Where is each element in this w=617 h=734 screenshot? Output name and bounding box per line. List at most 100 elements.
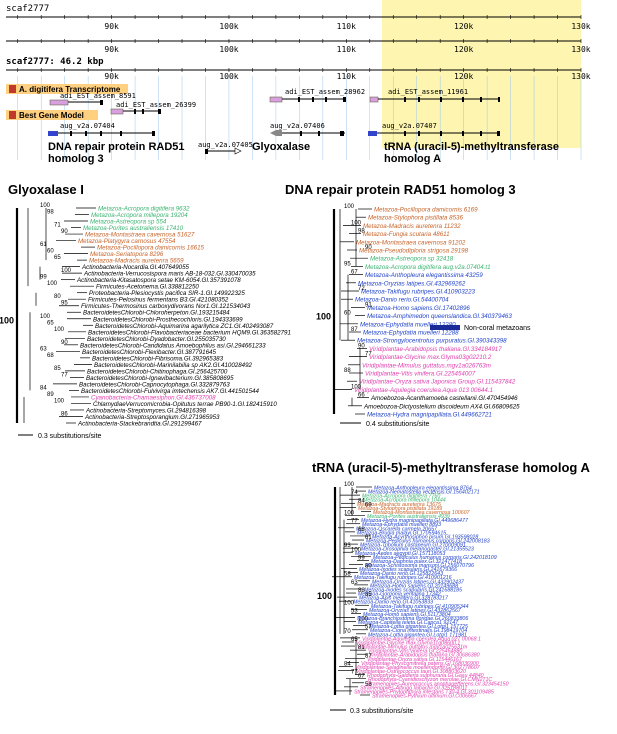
support-value: 88 — [344, 368, 351, 374]
scaffold-size: scaf2777: 46.2 kbp — [6, 57, 104, 67]
taxon-label: Stramenopiles-Albugo laibachii.GI.325188… — [360, 685, 467, 691]
taxon-label: BacteroidetesChlorobi-Dyadobacter.GI.255… — [87, 336, 226, 343]
taxon-label: Metazoa-Acropora digitifera 9632 — [98, 206, 190, 213]
taxon-label: Stramenopiles-Pythium ultimum.GI.C006667 — [372, 694, 478, 700]
gene-model-label: aug_v2a.07405 — [198, 141, 253, 149]
taxon-label: Metazoa-Pocillopora damicornis 6169 — [374, 207, 478, 214]
taxon-label: Metazoa-Acropora millepora 19204 — [91, 212, 188, 219]
taxon-label: Metazoa-Aedes aegypti.GI.157118053 — [355, 551, 445, 557]
taxon-label: Metazoa-Acropora millepora 10444 — [363, 498, 446, 504]
scale-bar-rad51: 0.4 substitutions/site — [366, 421, 430, 428]
taxon-label: Metazoa-Ixodes scapularis.GI.241688185 — [364, 587, 462, 593]
taxon-label: Metazoa-Capitella teleta.GI.Capca1 92147 — [358, 620, 459, 626]
scale-bar-glyoxalase: 0.3 substitutions/site — [38, 433, 102, 440]
taxon-label: Metazoa-Madracis auretenra 13675 — [357, 502, 441, 508]
track-toggle-icon[interactable] — [9, 85, 16, 93]
taxon-label: Viridiplantae-Glycine max.Glyma11g08600.… — [356, 640, 460, 646]
taxon-label: Viridiplantae-Aquilegia coerulea Aqua 01… — [354, 387, 493, 394]
taxon-label: Firmicutes-Pelosinus fermentans B3.GI.42… — [88, 297, 229, 304]
track-header-gene-model — [6, 110, 98, 120]
taxon-label: Stramenopiles-Aureococcus anophagefferen… — [366, 681, 509, 687]
taxon-label: Metazoa-Brugia malayi.GI.170594615 — [357, 530, 446, 536]
gene-model-feature[interactable] — [368, 131, 377, 136]
support-value: 61 — [365, 535, 372, 541]
taxon-label: Metazoa-Danio rerio.GI.54400704 — [355, 297, 449, 304]
est-label: adi_EST_assem_11961 — [388, 88, 468, 96]
tree-glyoxalase: Glyoxalase I Metazoa-Acropora digitifera… — [0, 182, 291, 440]
ruler-label: 120k — [454, 45, 473, 54]
support-value: 67 — [358, 674, 365, 680]
est-feature[interactable] — [369, 96, 379, 103]
taxon-label: BacteroidetesChlorobi-Flexibacter.GI.387… — [82, 349, 216, 356]
support-value: 58 — [365, 682, 372, 688]
support-value: 69 — [365, 502, 372, 508]
taxon-label: Metazoa-Montastraea cavernosa 100607 — [373, 510, 471, 516]
taxon-label: Metazoa-Porites australiensis 17410 — [83, 225, 184, 232]
support-value: 88 — [358, 588, 365, 594]
tree-rad51: DNA repair protein RAD51 homolog 3 Metaz… — [285, 182, 531, 428]
est-feature[interactable] — [110, 108, 124, 115]
gene-model-label: aug_v2a.07407 — [382, 122, 437, 130]
taxon-label: Metazoa-Platygyra carnosus 47554 — [78, 238, 176, 245]
support-value: 91 — [365, 302, 372, 308]
taxon-label: Metazoa-Pseudodiploria strigosa 29198 — [359, 248, 469, 255]
est-label: adi_EST_assem_26399 — [116, 101, 196, 109]
support-value: 84 — [358, 498, 365, 504]
taxon-label: Actinobacteria-Nocardia.GI.407649055 — [81, 264, 190, 271]
taxon-label: Metazoa-Gorgonia ventalina 17342 — [358, 592, 441, 598]
taxon-label: Viridiplantae-Oryza sativa.GI.115446167 — [367, 657, 463, 663]
support-value: 100 — [47, 281, 58, 287]
est-feature[interactable] — [49, 99, 69, 106]
taxon-label: Metazoa-Daphnia pulex.GI.321477418 — [371, 559, 462, 565]
taxon-label: Metazoa-Oryzias latipes.GI.432862567 — [369, 608, 462, 614]
support-value: 93 — [344, 543, 351, 549]
track-toggle-icon[interactable] — [9, 111, 16, 119]
taxon-label: Metazoa-Amphimedon queenslandica.GI.3403… — [367, 313, 512, 320]
support-value: 77 — [351, 519, 358, 525]
gene-model-feature[interactable] — [205, 149, 208, 154]
taxon-label: Metazoa-Homo sapiens.GI.51173804 — [363, 612, 451, 618]
support-value: 74 — [351, 490, 358, 496]
taxon-label: Stramenopiles-Phytophthora infestans T30… — [354, 689, 494, 695]
taxon-label: Metazoa-Pocillopora damicornis 16615 — [97, 245, 205, 252]
support-value: 65 — [351, 637, 358, 643]
taxon-label: Metazoa-Danio rerio.GI.125822643 — [360, 571, 443, 577]
taxon-label: Metazoa-Oryzias latipes.GI.432902437 — [372, 579, 465, 585]
support-value: 80 — [54, 294, 61, 300]
taxon-label: Metazoa-Madracis auretenra 5659 — [89, 258, 184, 265]
est-feature[interactable] — [269, 96, 283, 103]
taxon-label: Metazoa-Oryzias latipes.GI.432969262 — [358, 280, 466, 287]
taxon-label: Proteobacteria-Plesiocystis pacifica SIR… — [89, 290, 245, 297]
taxon-label: Metazoa-Anthopleura elegantissima 43259 — [365, 272, 483, 279]
highlight-region — [382, 0, 581, 148]
taxon-label: Viridiplantae-Oryza sativa Japonica Grou… — [359, 379, 516, 386]
support-value: 100 — [351, 384, 362, 390]
est-label: adi_EST_assem_28962 — [285, 88, 365, 96]
support-value: 85 — [365, 592, 372, 598]
taxon-label: Metazoa-Montastraea cavernosa 91202 — [356, 239, 466, 246]
taxon-label: Metazoa-Hydra magnipapillata.GI.44968647… — [361, 518, 469, 524]
taxon-label: Metazoa-Strongylocentrotus purpuratus.GI… — [357, 338, 507, 345]
taxon-label: Viridiplantae-Mimulus guttatus.mgv1a0256… — [357, 645, 468, 651]
taxon-label: Metazoa-Acyrthosiphon pisum.GI.193598028 — [372, 534, 478, 540]
support-value: 90 — [365, 245, 372, 251]
taxon-label: BacteroidetesChlorobi-Candidatus Amoebop… — [80, 342, 266, 349]
support-value: 68 — [358, 527, 365, 533]
ruler-label: 110k — [337, 22, 356, 31]
taxon-label: Viridiplantae-Glycine max.Glyma03g02210.… — [369, 354, 492, 361]
taxon-label: Metazoa-Montastraea cavernosa 51627 — [85, 232, 195, 239]
support-value: 77 — [351, 670, 358, 676]
support-value: 65 — [47, 320, 54, 326]
taxon-label: Viridiplantae-Mimulus guttatus.mgv1a0267… — [362, 362, 491, 369]
taxon-label: Actinobacteria-Streptomyces.GI.294816398 — [85, 407, 207, 414]
track-title-transcriptome: A. digitifera Transcriptome — [19, 85, 121, 94]
support-value: 100 — [344, 600, 355, 606]
gene-model-feature[interactable] — [48, 131, 58, 136]
support-value: 53 — [351, 608, 358, 614]
taxon-label: Actinobacteria-Kitasatospora setae KM-60… — [76, 277, 241, 284]
gene-model-feature[interactable] — [270, 130, 282, 136]
support-value: 90 — [61, 229, 68, 235]
taxon-label: Metazoa-Lottia gigantea.GI.Lotgi1 171981 — [368, 632, 467, 638]
support-value: 60 — [344, 311, 351, 317]
taxon-label: Rhodophyta-Galdieria sulphuraria.GI.Gasu… — [367, 673, 484, 679]
